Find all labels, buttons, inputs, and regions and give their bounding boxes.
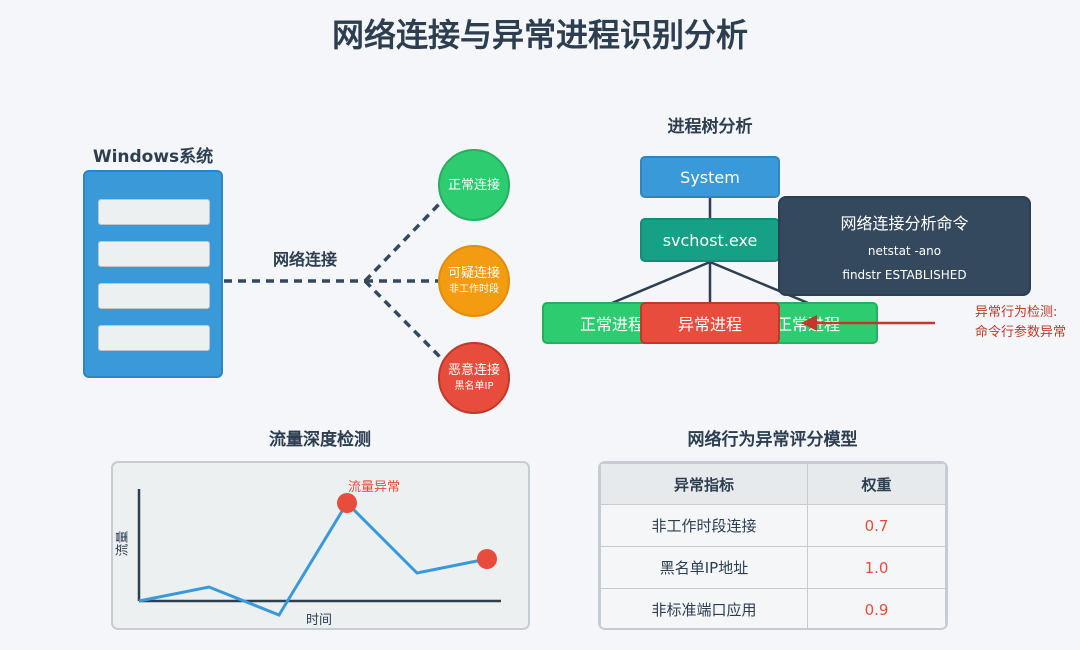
tree-line-left bbox=[611, 260, 711, 305]
weight-cell: 0.7 bbox=[807, 504, 946, 547]
windows-system-block bbox=[83, 170, 223, 378]
header-indicator: 异常指标 bbox=[600, 463, 808, 505]
score-table: 异常指标 权重 非工作时段连接 0.7 黑名单IP地址 1.0 非标准端口应用 … bbox=[600, 463, 946, 628]
suspicious-connection-label: 可疑连接 bbox=[447, 265, 500, 281]
traffic-line bbox=[138, 500, 488, 617]
weight-cell: 1.0 bbox=[807, 546, 946, 589]
windows-label: Windows系统 bbox=[92, 147, 214, 167]
indicator-cell: 非工作时段连接 bbox=[600, 504, 808, 547]
traffic-ylabel: 流量 bbox=[115, 530, 131, 557]
normal-connection-circle: 正常连接 bbox=[438, 149, 510, 221]
anomaly-point bbox=[337, 493, 357, 513]
command-line: netstat -ano bbox=[867, 244, 942, 258]
windows-row bbox=[98, 325, 210, 351]
malicious-connection-sub: 黑名单IP bbox=[454, 380, 494, 392]
traffic-xlabel: 时间 bbox=[306, 613, 333, 628]
score-model-title: 网络行为异常评分模型 bbox=[687, 430, 858, 450]
malicious-connection-circle: 恶意连接 黑名单IP bbox=[438, 342, 510, 414]
windows-row bbox=[98, 199, 210, 225]
system-node: System bbox=[640, 156, 780, 198]
svchost-node: svchost.exe bbox=[640, 218, 780, 262]
connection-label: 网络连接 bbox=[272, 250, 337, 269]
table-row: 黑名单IP地址 1.0 bbox=[600, 546, 946, 589]
branch-malicious-line bbox=[363, 279, 445, 362]
anomaly-note-line1: 异常行为检测: bbox=[975, 305, 1058, 320]
anomaly-arrow bbox=[801, 315, 935, 331]
suspicious-connection-circle: 可疑连接 非工作时段 bbox=[438, 245, 510, 317]
indicator-cell: 非标准端口应用 bbox=[600, 588, 808, 628]
tree-line-right bbox=[709, 260, 809, 305]
branch-normal-line bbox=[363, 198, 445, 283]
command-line: findstr ESTABLISHED bbox=[842, 268, 967, 282]
suspicious-connection-sub: 非工作时段 bbox=[449, 283, 499, 295]
command-box-title: 网络连接分析命令 bbox=[840, 214, 969, 233]
table-header-row: 异常指标 权重 bbox=[600, 463, 946, 505]
traffic-chart bbox=[137, 489, 501, 617]
process-tree-title: 进程树分析 bbox=[667, 117, 753, 137]
traffic-title: 流量深度检测 bbox=[269, 430, 371, 450]
windows-row bbox=[98, 241, 210, 267]
malicious-connection-label: 恶意连接 bbox=[447, 362, 500, 378]
anomaly-point bbox=[477, 549, 497, 569]
page-title: 网络连接与异常进程识别分析 bbox=[331, 16, 748, 54]
anomaly-note: 异常行为检测: 命令行参数异常 bbox=[975, 303, 1066, 343]
table-row: 非工作时段连接 0.7 bbox=[600, 504, 946, 547]
header-weight: 权重 bbox=[807, 463, 946, 505]
anomaly-note-line2: 命令行参数异常 bbox=[975, 325, 1067, 340]
traffic-anomaly-label: 流量异常 bbox=[348, 480, 401, 495]
weight-cell: 0.9 bbox=[807, 588, 946, 628]
indicator-cell: 黑名单IP地址 bbox=[600, 546, 808, 589]
abnormal-process-node: 异常进程 bbox=[640, 302, 780, 344]
score-table-wrapper: 异常指标 权重 非工作时段连接 0.7 黑名单IP地址 1.0 非标准端口应用 … bbox=[598, 461, 948, 630]
command-box: 网络连接分析命令 netstat -ano findstr ESTABLISHE… bbox=[778, 196, 1031, 296]
table-row: 非标准端口应用 0.9 bbox=[600, 588, 946, 628]
windows-row bbox=[98, 283, 210, 309]
normal-connection-label: 正常连接 bbox=[447, 177, 500, 193]
